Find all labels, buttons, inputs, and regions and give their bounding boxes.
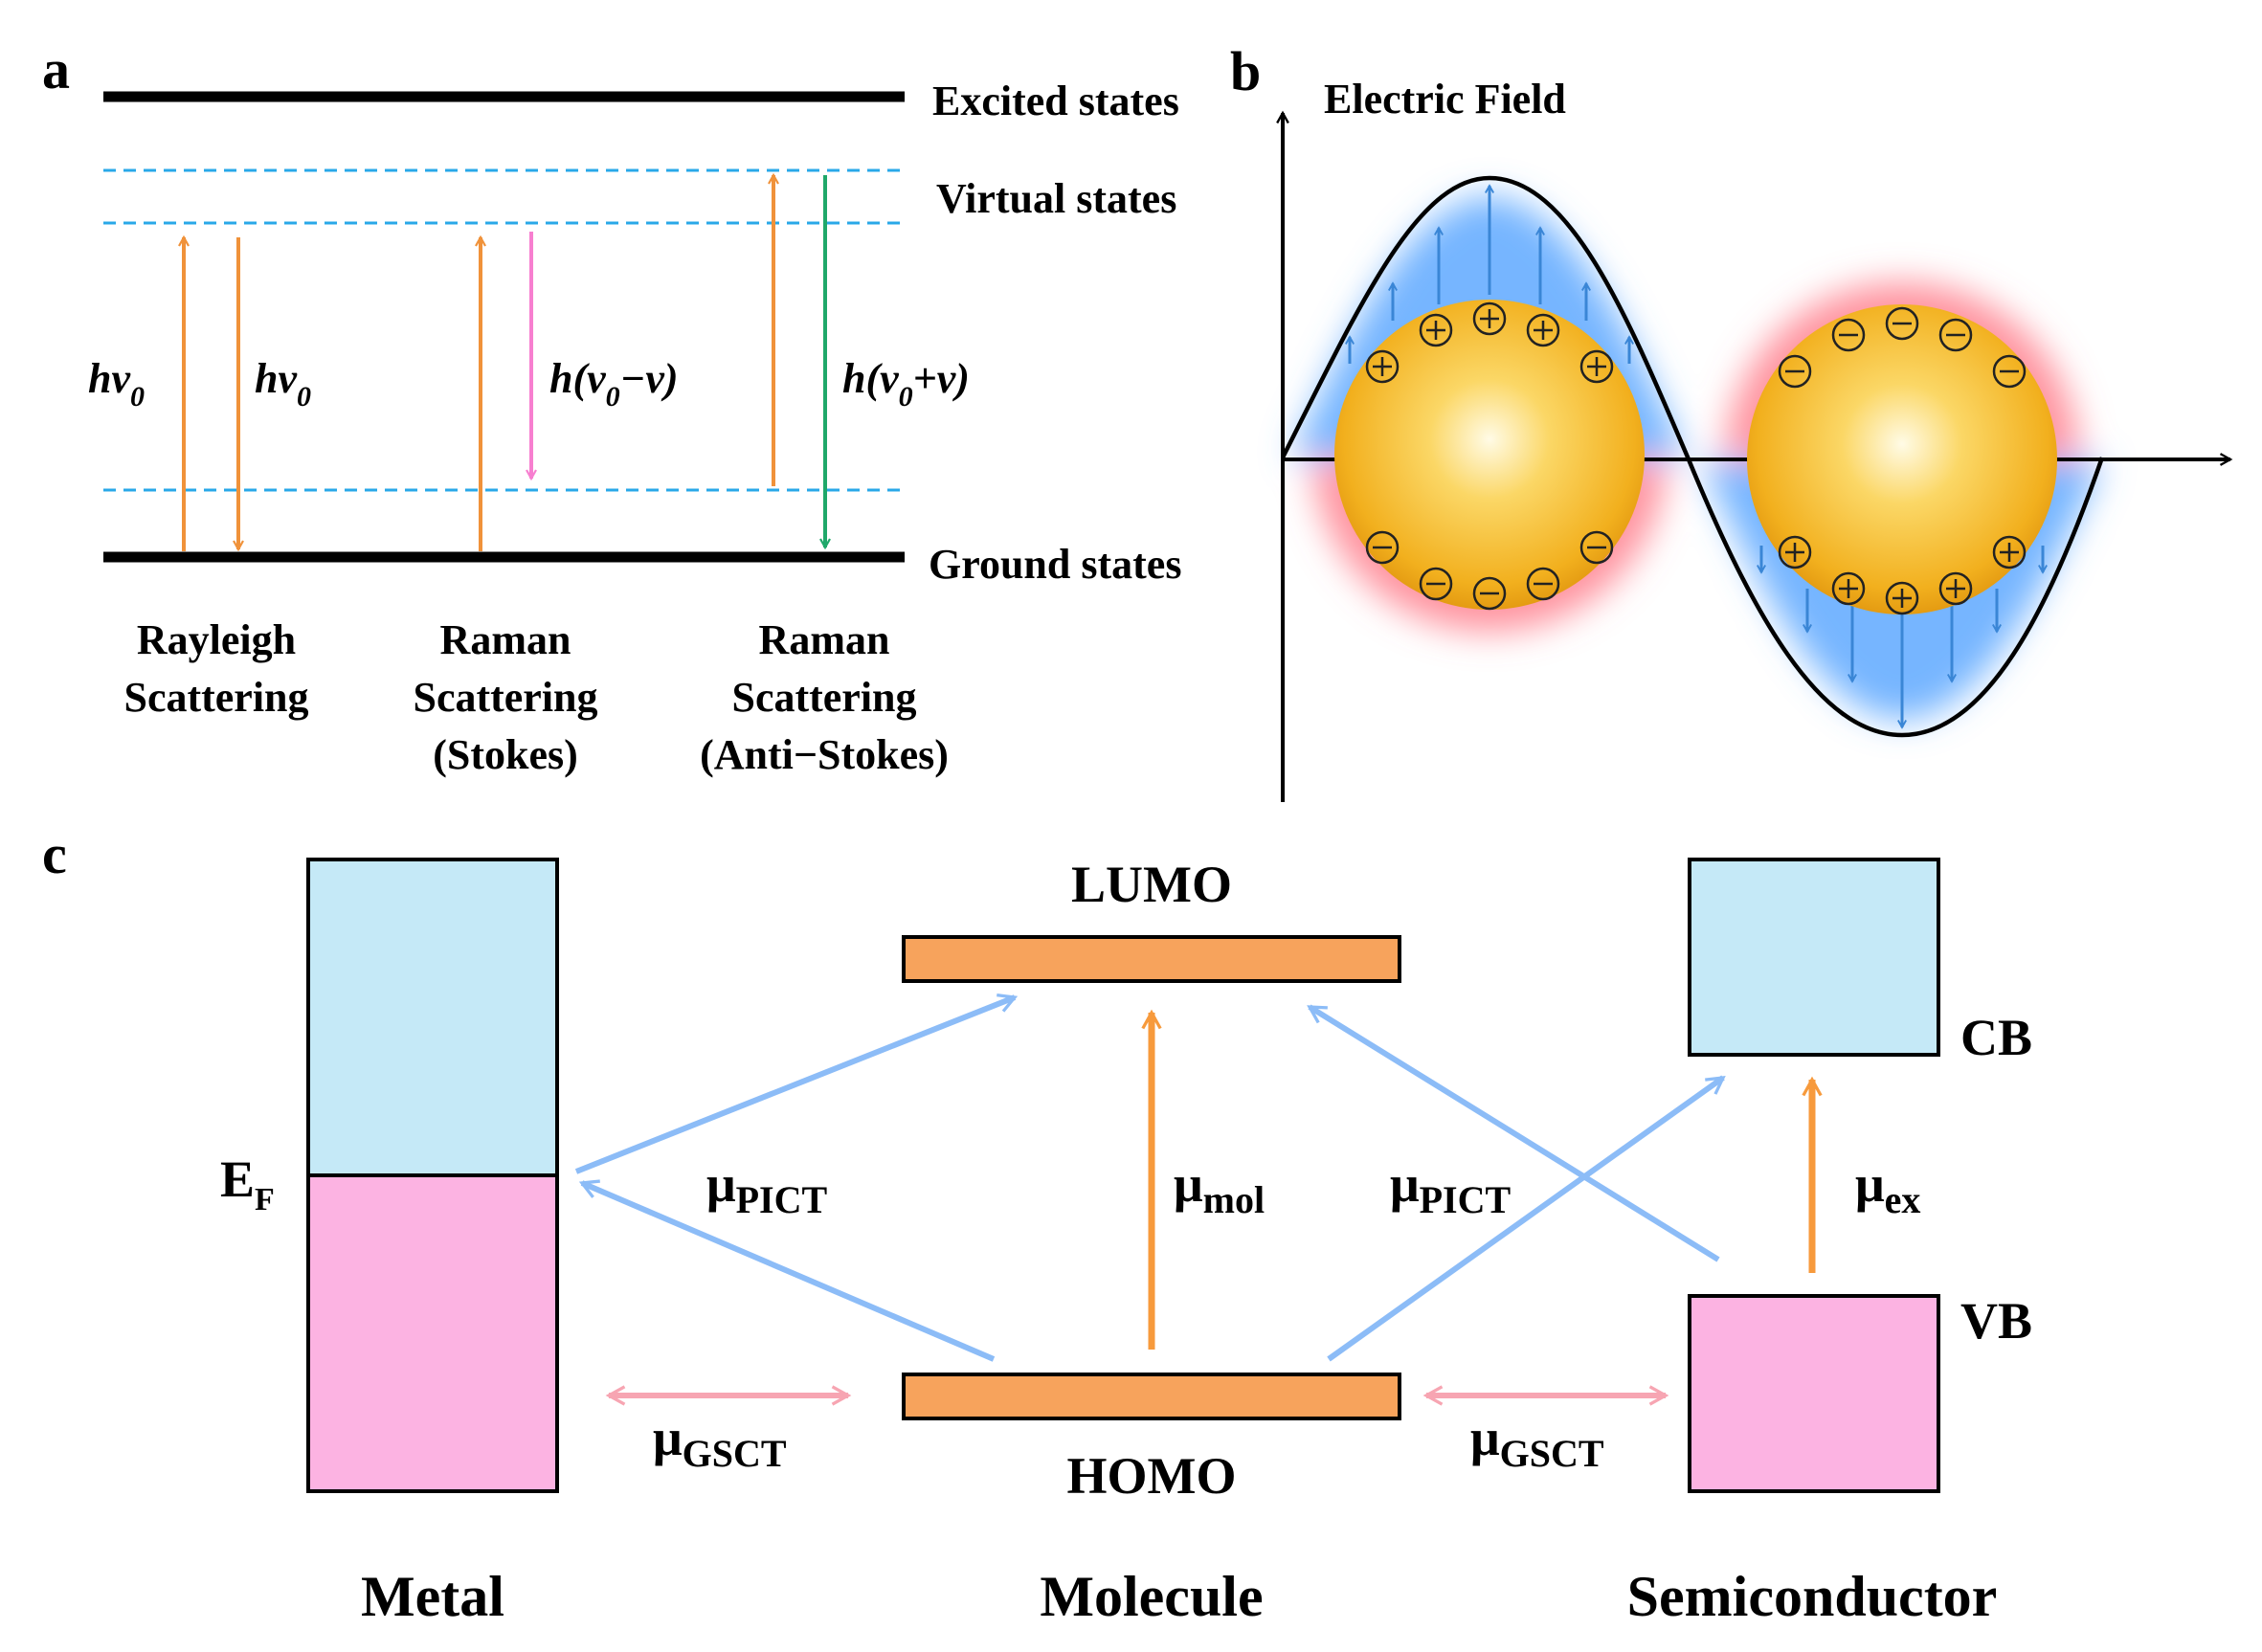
- homo-to-metal-arrow: [578, 1179, 996, 1362]
- left-negative-charges: [1365, 530, 1614, 611]
- virtual-states-label: Virtual states: [936, 175, 1176, 222]
- semiconductor-valence-band: [1688, 1294, 1940, 1493]
- anti-stokes-title-2: Scattering: [731, 674, 916, 721]
- excited-states-label: Excited states: [932, 78, 1179, 124]
- pict-arrows: [574, 993, 1726, 1362]
- cb-label: CB: [1960, 1009, 2032, 1066]
- panel-a-letter: a: [42, 38, 70, 100]
- panel-a: a Excited states Virtual states Ground s…: [42, 38, 1181, 778]
- panel-b: b Electric Field: [1230, 40, 2230, 802]
- right-positive-charges: [1778, 535, 2027, 615]
- gsct-right-label: μGSCT: [1470, 1409, 1604, 1475]
- field-arrows-down: [1761, 546, 2043, 727]
- semiconductor-caption: Semiconductor: [1627, 1565, 1998, 1628]
- electric-field-label: Electric Field: [1324, 76, 1566, 123]
- pict-left-label: μPICT: [706, 1155, 828, 1221]
- anti-stokes-label: h(v0+v): [842, 355, 970, 413]
- gsct-left-label: μGSCT: [653, 1409, 787, 1475]
- right-negative-charges: [1778, 306, 2027, 389]
- field-arrows-up: [1350, 186, 1629, 364]
- molecule-caption: Molecule: [1040, 1565, 1263, 1628]
- stokes-title-2: Scattering: [413, 674, 597, 721]
- rayleigh-title-2: Scattering: [123, 674, 308, 721]
- anti-stokes-title-1: Raman: [759, 616, 890, 663]
- vb-to-lumo-arrow: [1307, 1004, 1720, 1262]
- charges: [1365, 301, 2027, 615]
- homo-orbital: [902, 1373, 1401, 1420]
- anti-stokes-title-3: (Anti−Stokes): [700, 731, 949, 778]
- stokes-title-1: Raman: [440, 616, 571, 663]
- metal-valence-band: [306, 1173, 559, 1493]
- metal-conduction-band: [306, 858, 559, 1177]
- stokes-title-3: (Stokes): [433, 731, 578, 778]
- homo-to-cb-arrow: [1327, 1075, 1726, 1362]
- metal-caption: Metal: [361, 1565, 504, 1628]
- homo-label: HOMO: [1067, 1447, 1237, 1505]
- panel-c: c EF LUMO HOMO CB VB μPICT μmol μPICT: [42, 823, 2032, 1628]
- fermi-level-label: EF: [220, 1150, 275, 1217]
- vb-label: VB: [1960, 1292, 2032, 1350]
- scattering-categories: Rayleigh Scattering Raman Scattering (St…: [123, 616, 948, 778]
- nanoparticle-left: [1334, 300, 1645, 610]
- panel-c-letter: c: [42, 823, 67, 885]
- rayleigh-title-1: Rayleigh: [137, 616, 296, 663]
- left-positive-charges: [1365, 301, 1614, 384]
- panel-b-letter: b: [1230, 40, 1261, 102]
- nanoparticle-right: [1747, 304, 2057, 614]
- ex-label: μex: [1855, 1155, 1920, 1221]
- lumo-label: LUMO: [1071, 856, 1232, 913]
- semiconductor-conduction-band: [1688, 858, 1940, 1057]
- stokes-label: h(v0−v): [549, 355, 679, 413]
- metal-to-lumo-arrow: [574, 993, 1019, 1174]
- lumo-orbital: [902, 935, 1401, 983]
- pict-right-label: μPICT: [1390, 1155, 1512, 1221]
- ground-states-label: Ground states: [929, 541, 1181, 588]
- rayleigh-up-label: hv0: [88, 355, 145, 413]
- mol-label: μmol: [1174, 1155, 1265, 1221]
- rayleigh-down-label: hv0: [255, 355, 311, 413]
